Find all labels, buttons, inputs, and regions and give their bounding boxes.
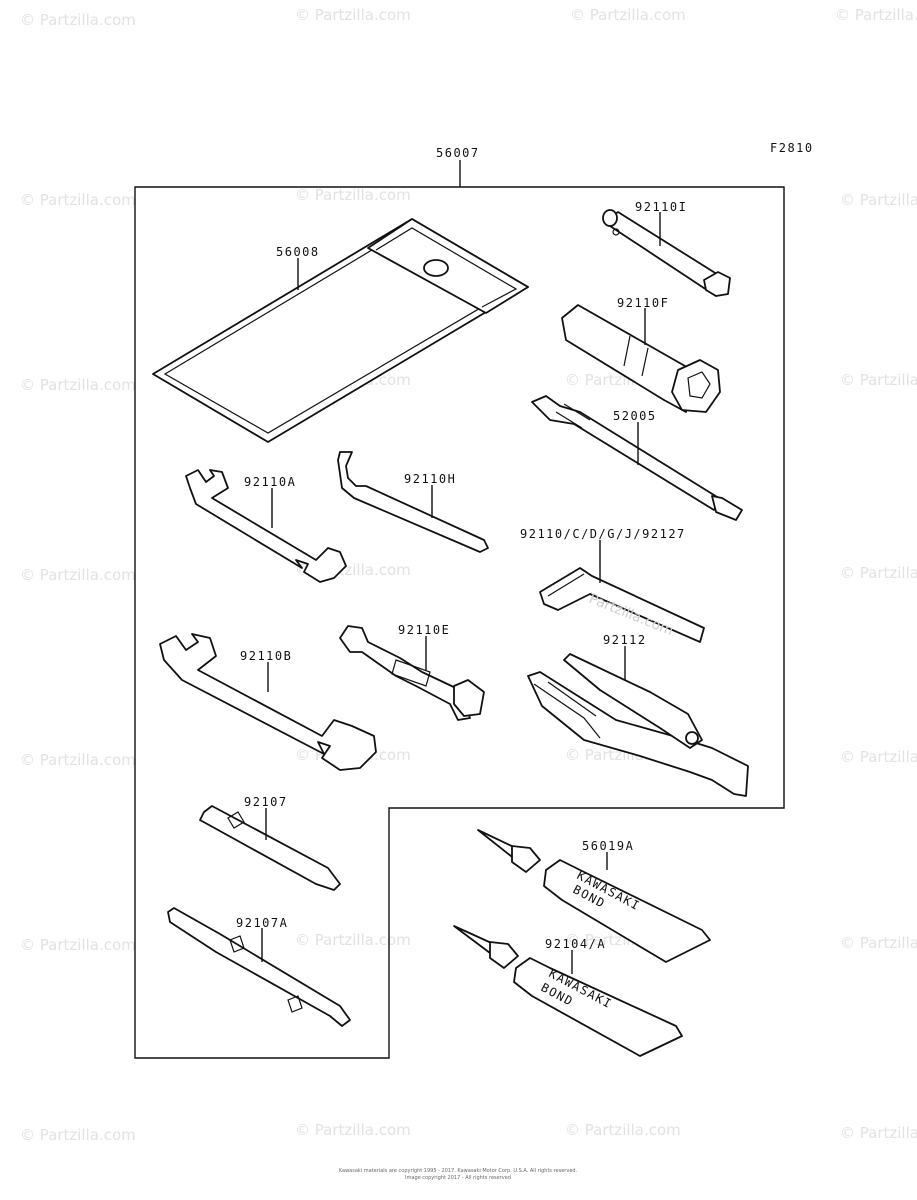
watermark: © Partzilla.com: [20, 1126, 136, 1144]
part-label-92110A: 92110A: [244, 475, 296, 489]
spark-plug-wrench-drawing: [561, 304, 721, 413]
watermark: © Partzilla.com: [20, 11, 136, 29]
watermark: © Partzilla.com: [20, 566, 136, 584]
watermark: © Partzilla.com: [840, 191, 917, 209]
watermark: © Partzilla.com: [840, 1124, 917, 1142]
part-label-92110E: 92110E: [398, 623, 450, 637]
watermark: © Partzilla.com: [20, 376, 136, 394]
open-end-wrench-large-drawing: [159, 633, 377, 771]
part-label-56019A: 56019A: [582, 839, 634, 853]
box-wrench-drawing: [602, 209, 731, 297]
hex-wrench-drawing: [539, 567, 705, 643]
part-label-56008: 56008: [276, 245, 320, 259]
kit-boundary: [134, 186, 785, 1059]
copyright-line: Image copyright 2017 - All rights reserv…: [405, 1175, 511, 1181]
part-label-92107: 92107: [244, 795, 288, 809]
watermark: © Partzilla.com: [20, 936, 136, 954]
part-label-92110I: 92110I: [635, 200, 687, 214]
watermark: © Partzilla.com: [840, 934, 917, 952]
screwdriver-drawing: [199, 805, 341, 891]
part-label-92112: 92112: [603, 633, 647, 647]
part-label-56007: 56007: [436, 146, 480, 160]
part-label-52005: 52005: [613, 409, 657, 423]
part-label-92107A: 92107A: [236, 916, 288, 930]
part-label-92110H: 92110H: [404, 472, 456, 486]
tool-case-drawing: [152, 218, 529, 443]
open-end-wrench-small-drawing: [185, 469, 347, 583]
socket-wrench-drawing: [339, 625, 485, 721]
watermark: © Partzilla.com: [295, 1121, 411, 1139]
watermark: © Partzilla.com: [295, 186, 411, 204]
watermark-grid: © Partzilla.com © Partzilla.com © Partzi…: [20, 6, 917, 1144]
watermark: © Partzilla.com: [565, 1121, 681, 1139]
watermark: © Partzilla.com: [840, 564, 917, 582]
part-label-92110B: 92110B: [240, 649, 292, 663]
watermark: © Partzilla.com: [20, 191, 136, 209]
copyright-line: Kawasaki materials are copyright 1995 - …: [339, 1168, 578, 1174]
pliers-drawing: [527, 653, 749, 797]
watermark: © Partzilla.com: [840, 748, 917, 766]
watermark: © Partzilla.com: [835, 6, 917, 24]
watermark: © Partzilla.com: [20, 751, 136, 769]
part-label-92104A: 92104/A: [545, 937, 606, 951]
part-label-92110F: 92110F: [617, 296, 669, 310]
figure-code: F2810: [770, 141, 814, 155]
part-label-hex-wrench: 92110/C/D/G/J/92127: [520, 527, 686, 541]
hook-wrench-drawing: [337, 451, 489, 553]
watermark: © Partzilla.com: [840, 371, 917, 389]
extension-shaft-drawing: [531, 395, 743, 521]
watermark: © Partzilla.com: [570, 6, 686, 24]
watermark: © Partzilla.com: [295, 6, 411, 24]
screwdriver-grip-drawing: [167, 907, 351, 1027]
watermark: © Partzilla.com: [295, 931, 411, 949]
